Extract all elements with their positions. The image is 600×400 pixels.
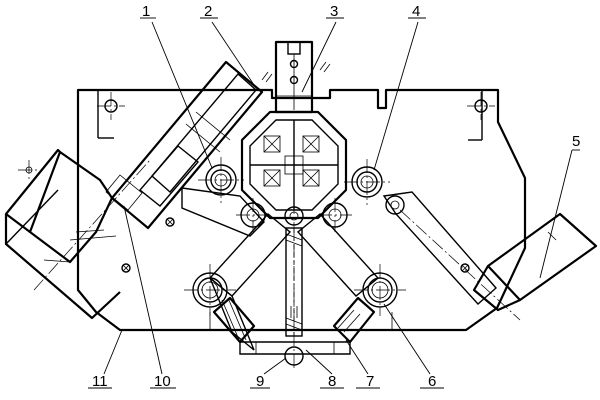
left-pivot bbox=[236, 198, 270, 232]
bolt-marks bbox=[121, 217, 175, 273]
right-roller bbox=[344, 159, 390, 205]
callout-5: 5 bbox=[572, 133, 580, 150]
callout-1: 1 bbox=[142, 3, 150, 20]
callout-7: 7 bbox=[366, 373, 374, 390]
callout-10: 10 bbox=[154, 373, 171, 390]
callout-9: 9 bbox=[256, 373, 264, 390]
leader-lines bbox=[88, 17, 580, 389]
left-cylinder-assembly bbox=[4, 60, 264, 320]
callout-3: 3 bbox=[330, 3, 338, 20]
base-body bbox=[76, 88, 527, 332]
left-roller bbox=[198, 157, 244, 203]
callout-6: 6 bbox=[428, 373, 436, 390]
callout-11: 11 bbox=[92, 373, 108, 390]
bore-right bbox=[354, 264, 406, 316]
mounting-hole-right bbox=[467, 92, 495, 120]
right-link-arm bbox=[382, 191, 598, 321]
mounting-hole-left bbox=[97, 92, 125, 120]
callout-2: 2 bbox=[204, 3, 212, 20]
cross-slide-right bbox=[296, 213, 380, 344]
lower-beam bbox=[239, 341, 351, 355]
callout-4: 4 bbox=[412, 3, 420, 20]
callout-8: 8 bbox=[328, 373, 336, 390]
right-pivot bbox=[318, 198, 352, 232]
center-rod bbox=[284, 200, 304, 370]
top-rod bbox=[261, 40, 331, 114]
bore-left bbox=[184, 264, 236, 316]
octagon-head bbox=[240, 110, 348, 220]
left-lever bbox=[181, 187, 265, 237]
